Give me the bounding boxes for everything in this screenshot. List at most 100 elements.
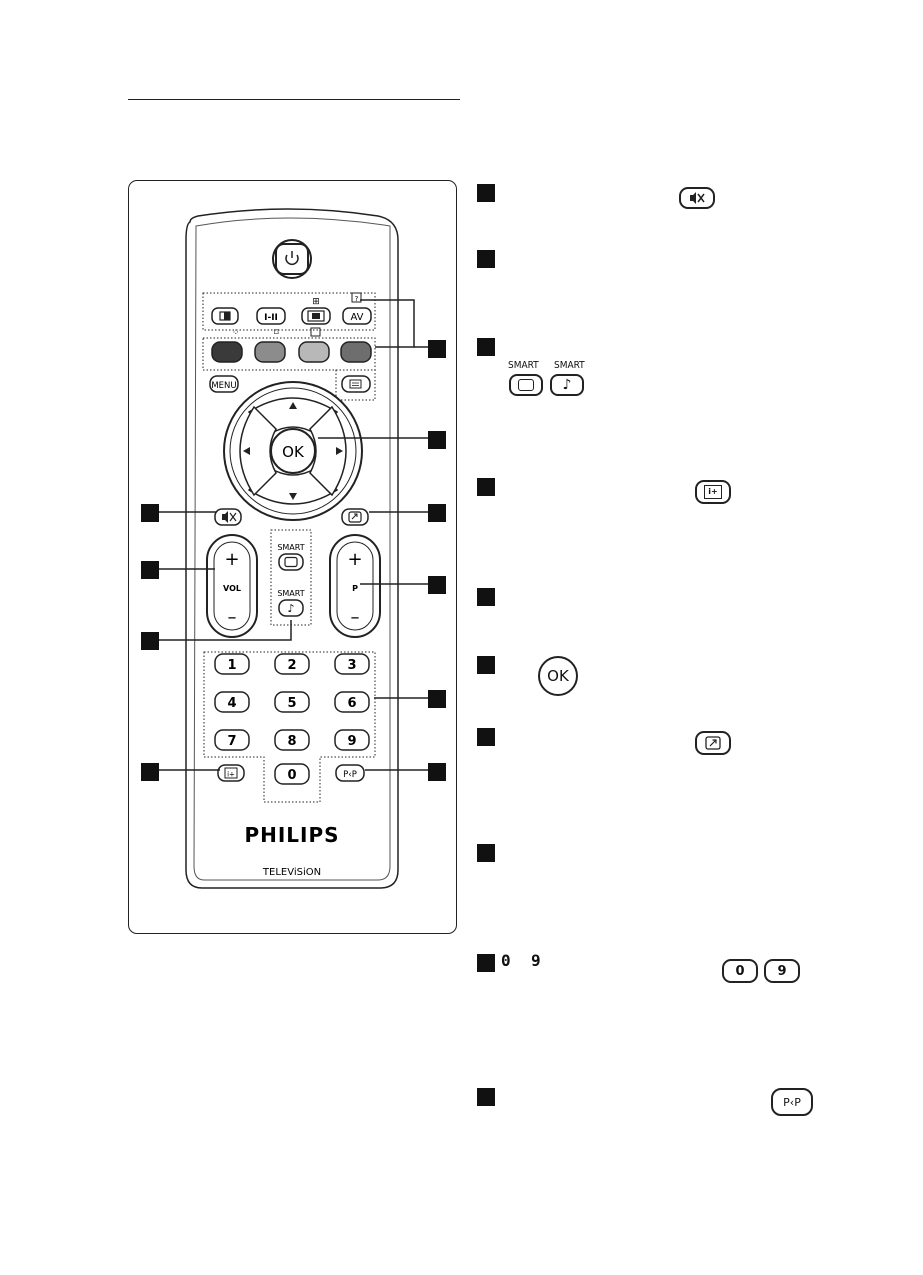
callout-marker	[428, 576, 446, 594]
pip-label: P‹P	[343, 770, 357, 780]
dual-sound-button[interactable]: I-II	[255, 306, 286, 325]
volume-rocker[interactable]: + VOL –	[205, 533, 258, 638]
callout-marker	[428, 763, 446, 781]
green-key[interactable]	[253, 340, 286, 363]
remote-illustration-panel: I-II ⊞ AV ? ⁘ ⌑ M	[128, 180, 457, 934]
pip-key-graphic: P‹P	[771, 1088, 813, 1116]
menu-label: MENU	[211, 381, 236, 391]
digit-range-end: 9	[531, 951, 541, 970]
smart-sound-button[interactable]: ♪	[277, 598, 304, 617]
digit-key-label: 7	[227, 734, 236, 749]
list-marker	[477, 844, 495, 862]
vol-minus: –	[227, 607, 236, 628]
ok-button[interactable]: OK	[269, 427, 316, 474]
mute-button[interactable]	[213, 507, 242, 526]
pip-button[interactable]: P‹P	[334, 763, 365, 782]
digit-key-6[interactable]: 6	[333, 690, 370, 713]
mute-icon	[690, 192, 705, 204]
digit-key-2[interactable]: 2	[273, 652, 310, 675]
mute-icon	[221, 510, 236, 523]
smart-sound-icon: ♪	[287, 602, 294, 615]
av-button[interactable]: AV	[341, 306, 372, 325]
p-minus: –	[350, 607, 359, 628]
digit-key-label: 1	[227, 658, 236, 673]
digit-key-5[interactable]: 5	[273, 690, 310, 713]
p-plus: +	[347, 549, 362, 570]
digit-key-label: 5	[287, 696, 296, 711]
vol-plus: +	[224, 549, 239, 570]
smart-picture-key-graphic	[509, 374, 543, 396]
list-marker	[477, 728, 495, 746]
menu-button[interactable]: MENU	[208, 374, 239, 393]
swap-icon	[347, 510, 362, 523]
digit-key-label: 6	[347, 696, 356, 711]
digit-key-4[interactable]: 4	[213, 690, 250, 713]
smart-sound-label: SMART	[277, 589, 304, 598]
program-rocker[interactable]: + P –	[328, 533, 381, 638]
callout-marker	[428, 431, 446, 449]
smart-picture-icon	[283, 556, 298, 567]
svg-text:⊞: ⊞	[312, 297, 320, 307]
list-item-pip: P‹P	[477, 1088, 817, 1128]
blue-key[interactable]	[339, 340, 372, 363]
swap-button[interactable]	[340, 507, 369, 526]
digit-key-label: 3	[347, 658, 356, 673]
digit-key-label: 9	[347, 734, 356, 749]
surround-button[interactable]	[300, 306, 331, 325]
brand-logo: PHILIPS	[244, 823, 339, 847]
teletext-button[interactable]	[340, 374, 371, 393]
remote-drawing: I-II ⊞ AV ? ⁘ ⌑ M	[157, 207, 430, 889]
digit-key-label: 0	[287, 768, 296, 783]
callout-marker	[141, 561, 159, 579]
smart-sound-icon: ♪	[562, 377, 572, 393]
vol-label: VOL	[223, 584, 241, 593]
info-icon: i+	[224, 767, 237, 778]
info-button[interactable]: i+	[216, 763, 245, 782]
power-icon	[284, 250, 299, 265]
list-item-info: i+	[477, 478, 757, 518]
callout-marker	[141, 504, 159, 522]
power-button[interactable]	[271, 238, 312, 279]
svg-text:⁘: ⁘	[232, 328, 240, 338]
product-line: TELEViSiON	[261, 867, 320, 878]
callout-marker	[428, 340, 446, 358]
svg-text:?: ?	[354, 295, 358, 303]
smart-sound-key-graphic: ♪	[550, 374, 584, 396]
smart-label-1: SMART	[508, 360, 539, 371]
callout-marker	[428, 504, 446, 522]
header-rule	[128, 99, 460, 100]
callout-marker	[141, 763, 159, 781]
digit-key-label: 2	[287, 658, 296, 673]
digit-key-1[interactable]: 1	[213, 652, 250, 675]
digit-key-7[interactable]: 7	[213, 728, 250, 751]
list-item-mute	[477, 184, 737, 224]
av-label: AV	[350, 312, 363, 323]
svg-text:⌑: ⌑	[274, 328, 279, 338]
digit-range-start: 0	[501, 951, 511, 970]
ok-key-graphic: OK	[538, 656, 578, 696]
list-item-smart: SMART SMART ♪	[477, 338, 617, 408]
swap-key-graphic	[695, 731, 731, 755]
ok-label: OK	[282, 443, 305, 461]
list-item-swap	[477, 728, 747, 768]
digit-key-0[interactable]: 0	[273, 762, 310, 785]
list-marker	[477, 184, 495, 202]
digit-key-9[interactable]: 9	[333, 728, 370, 751]
format-button[interactable]	[210, 306, 239, 325]
smart-picture-label: SMART	[277, 543, 304, 552]
callout-marker	[141, 632, 159, 650]
yellow-key[interactable]	[297, 340, 330, 363]
list-marker	[477, 656, 495, 674]
digit-key-8[interactable]: 8	[273, 728, 310, 751]
digit-key-3[interactable]: 3	[333, 652, 370, 675]
digit-keys: 1 2 3 4 5 6 7 8 9 0	[213, 652, 370, 785]
red-key[interactable]	[210, 340, 243, 363]
list-marker	[477, 588, 495, 606]
smart-picture-button[interactable]	[277, 552, 304, 571]
key-9-graphic: 9	[764, 959, 800, 983]
smart-picture-icon	[518, 379, 534, 391]
svg-text:i+: i+	[227, 770, 235, 778]
mute-key-graphic	[679, 187, 715, 209]
teletext-icon	[349, 379, 361, 388]
p-label: P	[352, 584, 358, 593]
